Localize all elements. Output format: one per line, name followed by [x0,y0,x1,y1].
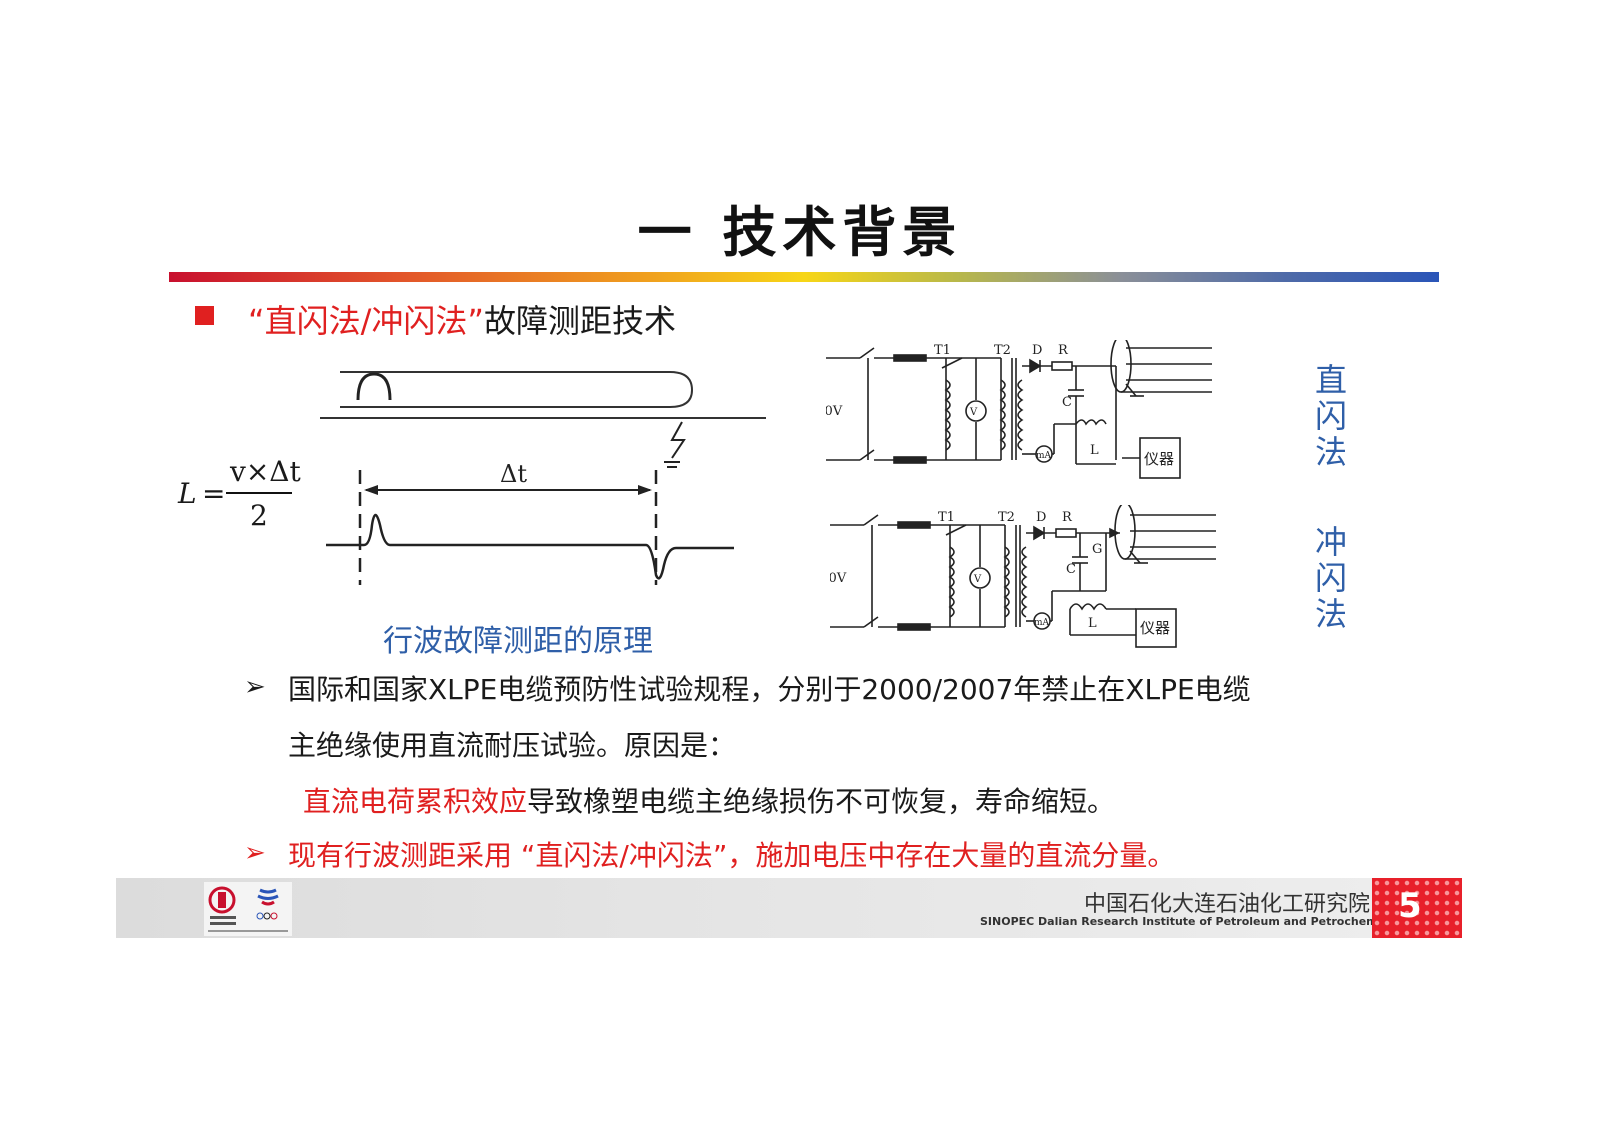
direct-flash-char-1: 直 [1314,361,1347,399]
voltmeter-label-2: V [973,574,982,585]
d-label-2: D [1036,510,1046,525]
footer-org-cn: 中国石化大连石油化工研究院 [1084,892,1371,917]
heading-quote-close: ” [467,302,484,340]
square-bullet-icon [195,306,214,325]
section-heading: “直闪法/冲闪法”故障测距技术 [248,296,676,342]
t2-label: T2 [994,343,1011,358]
arrow-right-icon [638,485,652,495]
ammeter-label: mA [1036,451,1052,461]
body-line-4: 现有行波测距采用 “直闪法/冲闪法”，施加电压中存在大量的直流分量。 [288,839,1176,872]
r-label-2: R [1062,510,1073,525]
l-label-2: L [1088,616,1097,631]
body-line-1: 国际和国家XLPE电缆预防性试验规程，分别于2000/2007年禁止在XLPE电… [288,673,1251,706]
d-label: D [1032,343,1042,358]
body-line-3-rest: 导致橡塑电缆主绝缘损伤不可恢复，寿命缩短。 [527,785,1116,818]
formula-lhs: L [178,477,197,510]
fault-lightning-icon [670,421,686,459]
page-number: 5 [1398,886,1422,926]
impulse-flash-char-3: 法 [1314,595,1347,633]
impulse-flash-label: 冲 闪 法 [1311,524,1351,632]
instrument-label: 仪器 [1144,450,1174,468]
g-label: G [1092,542,1102,557]
instrument-label-2: 仪器 [1140,619,1170,637]
t1-label: T1 [934,343,951,358]
ammeter-label-2: mA [1034,618,1050,628]
waveform-caption: 行波故障测距的原理 [383,624,653,659]
t1-label-2: T1 [938,510,955,525]
direct-flash-char-2: 闪 [1314,397,1347,435]
bullet-arrow-icon: ➢ [244,672,266,702]
l-label: L [1090,443,1099,458]
cable-outline [340,371,694,408]
c-label: C [1062,395,1072,410]
heading-rest: 故障测距技术 [483,302,676,340]
footer-bar [116,878,1462,938]
delta-t-label: Δt [500,460,527,488]
heading-quote-open: “ [248,302,265,340]
sinopec-olympics-logo [204,882,292,936]
r-label: R [1058,343,1069,358]
formula-equals: = [202,477,226,510]
footer-org-en: SINOPEC Dalian Research Institute of Pet… [980,915,1406,928]
heading-method-names: 直闪法/冲闪法 [264,302,468,340]
impulse-flash-char-1: 冲 [1314,523,1347,561]
formula-denominator: 2 [250,499,268,532]
page-number-box [1372,878,1462,938]
direct-flash-label: 直 闪 法 [1311,362,1351,470]
logo-icon [208,886,288,932]
voltage-label: 220V [826,404,843,419]
impulse-flash-circuit: T1 T2 D R C G L V mA 220V 仪器 [830,505,1216,648]
arrow-left-icon [364,485,378,495]
body-line-3-highlight: 直流电荷累积效应 [303,785,528,818]
slide-title: 一 技术背景 [637,201,963,264]
body-line-2: 主绝缘使用直流耐压试验。原因是： [288,729,737,762]
waveform-trace [326,513,734,580]
bullet-arrow-icon-2: ➢ [244,838,266,868]
voltmeter-label: V [969,407,978,418]
t2-label-2: T2 [998,510,1015,525]
formula-fraction-bar [226,492,292,494]
traveling-wave-diagram: Δt [320,371,766,585]
voltage-label-2: 220V [830,571,847,586]
pulse-shape-icon [356,372,392,401]
c-label-2: C [1066,562,1076,577]
direct-flash-char-3: 法 [1314,433,1347,471]
impulse-flash-char-2: 闪 [1314,559,1347,597]
formula-numerator: v×Δt [230,455,301,488]
body-line-3: 直流电荷累积效应导致橡塑电缆主绝缘损伤不可恢复，寿命缩短。 [303,780,1115,820]
direct-flash-circuit: T1 T2 D R C L V mA 220V 仪器 [826,340,1212,479]
title-divider-bar [169,272,1439,282]
